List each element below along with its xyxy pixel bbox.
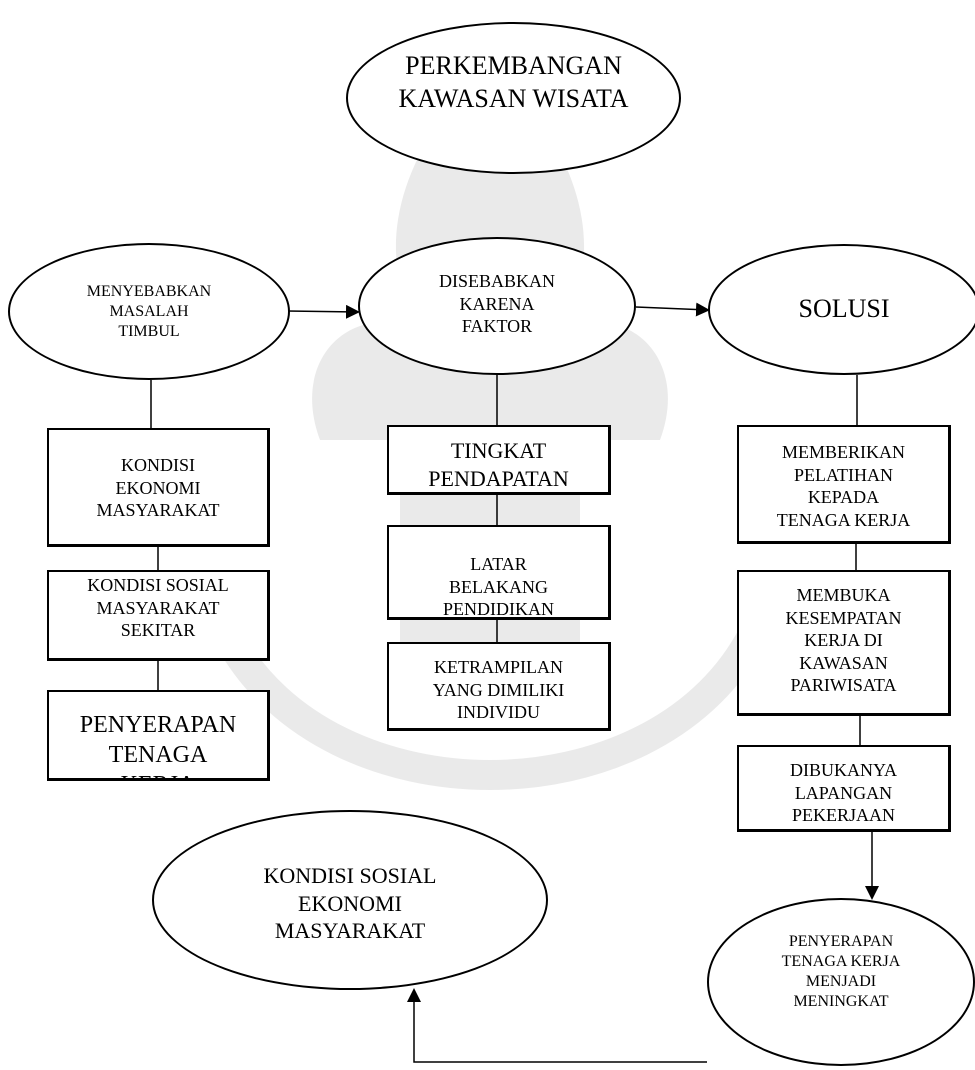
box-individual-skills: KETRAMPILAN YANG DIMILIKI INDIVIDU — [387, 642, 611, 731]
box-job-field: DIBUKANYA LAPANGAN PEKERJAAN — [737, 745, 951, 832]
box-social-condition: KONDISI SOSIAL MASYARAKAT SEKITAR — [47, 570, 270, 661]
box-provide-training: MEMBERIKAN PELATIHAN KEPADA TENAGA KERJA — [737, 425, 951, 544]
box-provide-training-text: MEMBERIKAN PELATIHAN KEPADA TENAGA KERJA — [776, 442, 911, 530]
result-text: PENYERAPAN TENAGA KERJA MENJADI MENINGKA… — [781, 933, 901, 1010]
box-social-condition-text: KONDISI SOSIAL MASYARAKAT SEKITAR — [87, 575, 229, 640]
solution-ellipse — [708, 244, 975, 375]
box-open-opportunities: MEMBUKA KESEMPATAN KERJA DI KAWASAN PARI… — [737, 570, 951, 716]
box-income-level-text: TINGKAT PENDAPATAN — [428, 438, 569, 491]
caused-by-factor-ellipse — [358, 237, 636, 375]
cause-problem-ellipse — [8, 243, 290, 380]
box-labor-absorption: PENYERAPAN TENAGA KERJA — [47, 690, 270, 781]
arrow-result-to-outcome — [407, 988, 707, 1063]
box-open-opportunities-text: MEMBUKA KESEMPATAN KERJA DI KAWASAN PARI… — [785, 585, 902, 695]
result-ellipse — [707, 898, 975, 1066]
title-text: PERKEMBANGAN KAWASAN WISATA — [398, 51, 629, 113]
box-economic-condition: KONDISI EKONOMI MASYARAKAT — [47, 428, 270, 547]
box-job-field-text: DIBUKANYA LAPANGAN PEKERJAAN — [790, 760, 897, 825]
cause-problem-text: MENYEBABKAN MASALAH TIMBUL — [86, 283, 212, 340]
box-education-background-text: LATAR BELAKANG PENDIDIKAN — [443, 554, 554, 619]
outcome-text: KONDISI SOSIAL EKONOMI MASYARAKAT — [263, 863, 437, 943]
caused-by-factor-text: DISEBABKAN KARENA FAKTOR — [438, 271, 555, 336]
arrow-left-to-middle — [286, 304, 360, 319]
title-ellipse — [346, 22, 681, 174]
box-labor-absorption-text: PENYERAPAN TENAGA KERJA — [79, 712, 237, 778]
arrow-middle-to-right — [635, 302, 710, 317]
box-education-background: LATAR BELAKANG PENDIDIKAN — [387, 525, 611, 620]
box-economic-condition-text: KONDISI EKONOMI MASYARAKAT — [96, 455, 220, 520]
solution-text: SOLUSI — [798, 294, 890, 323]
box-individual-skills-text: KETRAMPILAN YANG DIMILIKI INDIVIDU — [432, 657, 565, 722]
box-income-level: TINGKAT PENDAPATAN — [387, 425, 611, 495]
outcome-ellipse — [152, 810, 548, 990]
